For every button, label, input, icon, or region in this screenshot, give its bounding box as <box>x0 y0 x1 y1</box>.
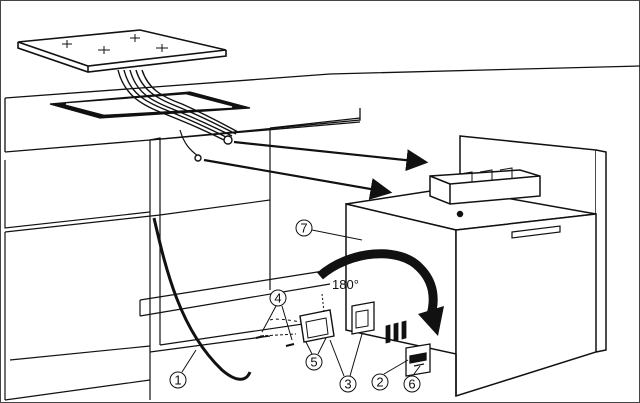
callout-label-3: 3 <box>344 377 351 392</box>
callout-circle-7 <box>295 219 313 237</box>
callout-circle-5 <box>305 353 323 371</box>
hob-cables <box>117 69 239 162</box>
callout-label-1: 1 <box>174 373 181 388</box>
kitchen-cabinet <box>4 117 361 401</box>
callout-label-6: 6 <box>408 377 415 392</box>
connector-module <box>255 293 335 347</box>
callouts <box>169 219 421 393</box>
callout-label-7: 7 <box>300 221 307 236</box>
callout-circle-6 <box>403 375 421 393</box>
connection-arrows <box>203 140 429 200</box>
callout-label-2: 2 <box>376 375 383 390</box>
hob-cooktop <box>17 29 227 73</box>
rotation-arrow <box>317 249 444 336</box>
callout-circle-1 <box>169 371 187 389</box>
callout-circle-4 <box>269 289 287 307</box>
power-cable <box>152 217 252 381</box>
oven-appliance <box>345 135 607 398</box>
callout-circle-3 <box>339 375 357 393</box>
callout-circle-2 <box>371 373 389 391</box>
worktop <box>4 65 640 153</box>
callout-label-5: 5 <box>310 355 317 370</box>
rotation-label: 180° <box>332 277 359 292</box>
callout-label-4: 4 <box>274 291 281 306</box>
oven-connector-panel <box>351 301 431 377</box>
